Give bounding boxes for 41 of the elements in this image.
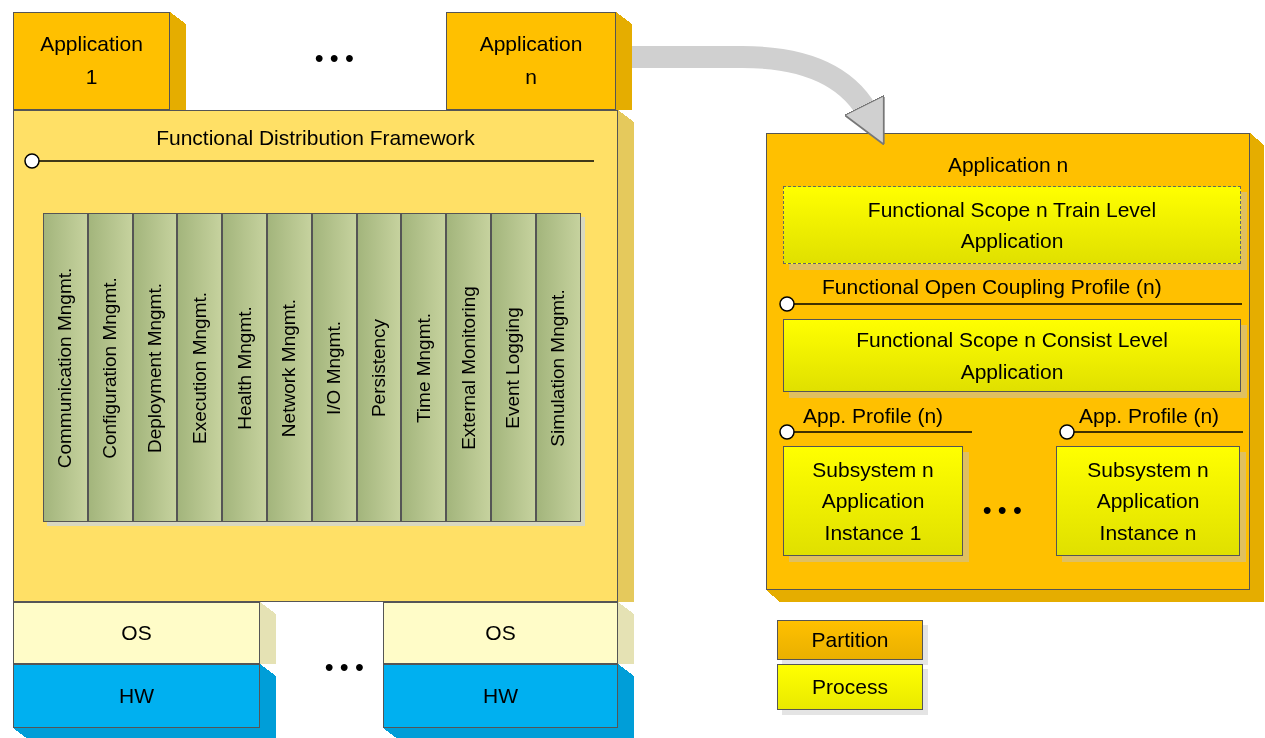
panel-heading: Application n <box>946 152 1070 178</box>
block-label: Network Mngmt. <box>278 298 301 437</box>
partition-panel <box>766 133 1264 602</box>
hardware-layer <box>13 664 276 738</box>
block-label: Subsystem n Application Instance n <box>1086 456 1210 546</box>
block-label: Application 1 <box>39 31 144 90</box>
block-label: External Monitoring <box>457 285 480 450</box>
block-label: Time Mngmt. <box>412 312 435 423</box>
application-block <box>13 12 186 110</box>
legend-label: Partition <box>811 627 889 654</box>
block-label: Execution Mngmt. <box>188 291 211 444</box>
block-label: Subsystem n Application Instance 1 <box>811 456 935 546</box>
interface-label: App. Profile (n) <box>803 404 944 428</box>
block-label: Configuration Mngmt. <box>99 276 122 459</box>
block-label: Event Logging <box>502 306 525 429</box>
block-label: Simulation Mngmt. <box>547 288 570 447</box>
ellipsis: • • • <box>983 496 1022 524</box>
interface-label: App. Profile (n) <box>1079 404 1220 428</box>
block-label: Functional Scope n Train Level Application <box>866 196 1158 254</box>
block-label: Persistency <box>368 318 390 417</box>
block-label: HW <box>118 683 155 710</box>
block-label: Deployment Mngmt. <box>144 282 166 453</box>
ellipsis: • • • <box>315 44 354 72</box>
ellipsis: • • • <box>325 653 364 681</box>
block-label: OS <box>120 620 153 647</box>
block-label: Application n <box>478 31 584 90</box>
block-label: OS <box>484 620 517 647</box>
hardware-layer <box>383 664 634 738</box>
os-layer <box>383 602 634 664</box>
legend-label: Process <box>812 674 888 701</box>
application-block <box>446 12 632 110</box>
arrow <box>632 46 887 145</box>
framework-panel <box>13 110 634 602</box>
panel-heading: Functional Distribution Framework <box>155 125 476 151</box>
block-label: HW <box>482 683 519 710</box>
block-label: Health Mngmt. <box>233 305 256 430</box>
interface-label: Functional Open Coupling Profile (n) <box>822 275 1162 299</box>
os-layer <box>13 602 276 664</box>
block-label: Functional Scope n Consist Level Application <box>855 327 1169 385</box>
block-label: Communication Mngmt. <box>54 267 77 468</box>
block-label: I/O Mngmt. <box>323 320 346 415</box>
